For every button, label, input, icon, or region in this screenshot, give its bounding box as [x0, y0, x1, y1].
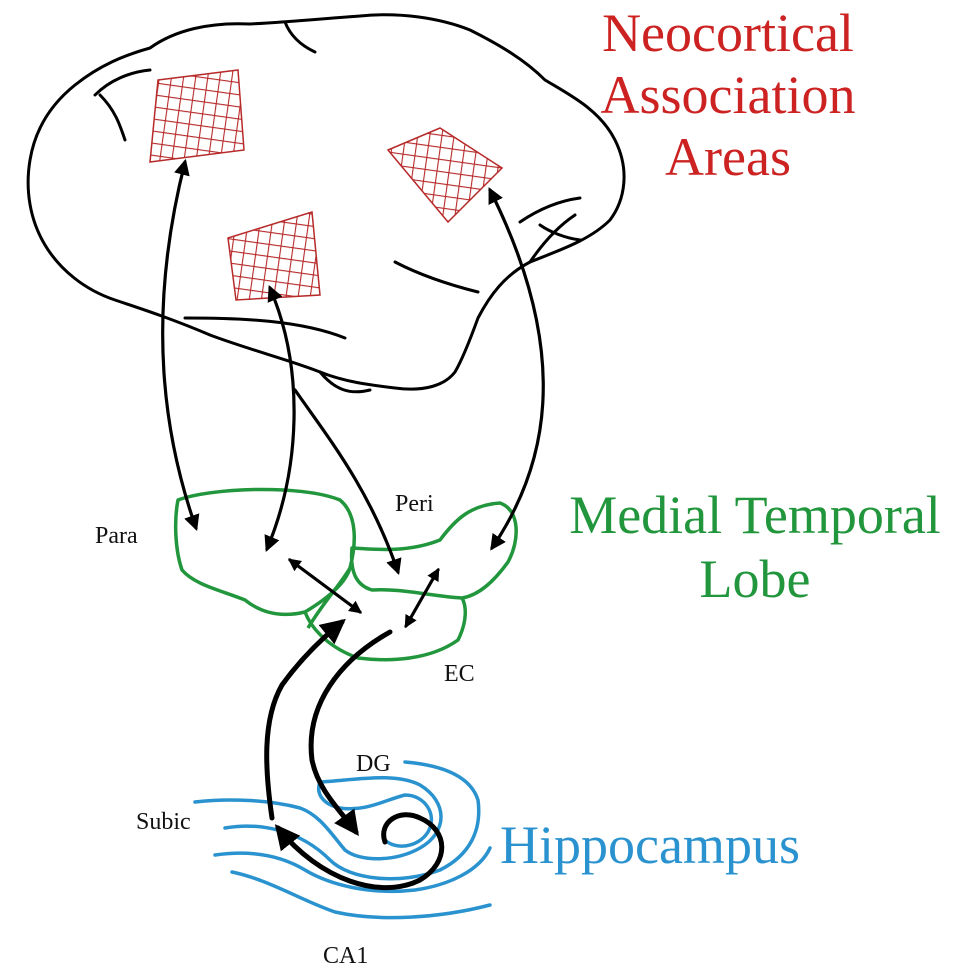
- neocortical-areas-title: Neocortical Association Areas: [578, 6, 878, 192]
- label-ca1: CA1: [323, 944, 368, 968]
- label-ec: EC: [444, 662, 475, 686]
- association-area-patches: [150, 70, 502, 300]
- arrow-temporal-to-ec: [295, 390, 398, 572]
- cortical-connections: [163, 162, 544, 572]
- hippocampal-loop: [267, 622, 442, 888]
- arrow-peri-to-parietal: [490, 190, 543, 548]
- brain-outline: [28, 15, 624, 392]
- hippocampus-title: Hippocampus: [500, 818, 800, 872]
- parahippocampal-region: [176, 489, 355, 614]
- arrow-para-to-temporal: [267, 288, 294, 549]
- association-area-temporal: [228, 212, 320, 300]
- label-dg: DG: [356, 752, 391, 776]
- association-area-frontal: [150, 70, 244, 162]
- mtl-title: Medial Temporal Lobe: [560, 488, 950, 616]
- label-para: Para: [95, 524, 138, 548]
- neocortical-line-1: Neocortical: [578, 6, 878, 68]
- mtl-line-1: Medial Temporal: [560, 488, 950, 552]
- mtl-outline: [176, 489, 517, 659]
- label-peri: Peri: [395, 492, 434, 516]
- hippocampus-outline: [195, 762, 490, 918]
- mtl-line-2: Lobe: [560, 552, 950, 616]
- label-subic: Subic: [136, 810, 191, 834]
- neocortical-line-2: Association: [578, 68, 878, 130]
- neocortical-line-3: Areas: [578, 130, 878, 192]
- entorhinal-region: [305, 598, 465, 660]
- arrow-subic-to-ec: [267, 622, 342, 818]
- arrow-para-to-frontal: [163, 162, 196, 528]
- association-area-parietal: [388, 128, 502, 222]
- arrow-peri-ec: [406, 570, 438, 626]
